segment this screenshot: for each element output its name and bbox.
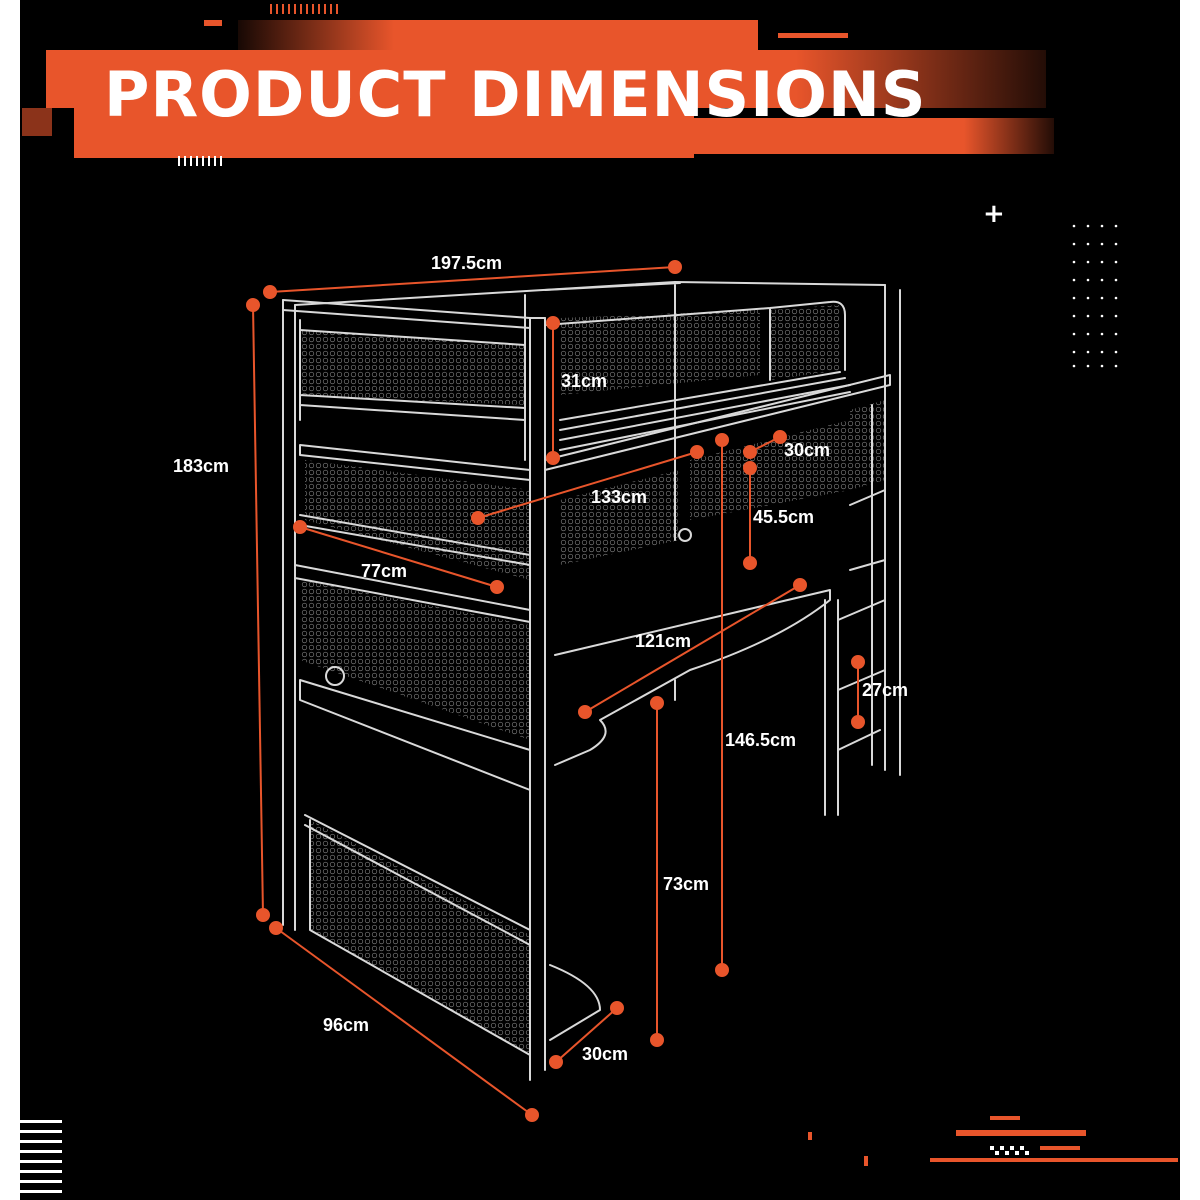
label-desk-length: 121cm [635,631,691,651]
bed-post-front [529,317,546,1081]
corner-strip [956,1130,1086,1136]
top-guard-rail [524,282,846,461]
side-guard-rail [299,319,526,421]
dim-depth-bottom [269,921,539,1122]
label-shelf-depth-upper: 30cm [784,440,830,460]
banner-strip [204,20,222,26]
banner-strip [238,20,758,50]
label-desk-extension: 30cm [582,1044,628,1064]
label-total-height: 183cm [173,456,229,476]
dim-shelf-length [471,445,704,525]
dim-shelf-depth-upper [743,430,787,459]
dim-ladder-step [851,655,865,729]
bed-post-right [884,284,901,776]
checker-decoration [990,1146,1029,1155]
label-shelf-length: 133cm [591,487,647,507]
cable-hole [678,528,692,542]
top-rail [282,281,886,329]
dot-grid-decoration [1072,224,1118,368]
label-rail-height: 31cm [561,371,607,391]
banner-strip [778,33,848,38]
cable-hole [325,666,345,686]
bottom-shelf [304,814,531,1056]
ladder [824,404,886,816]
dim-desk-length [578,578,807,719]
page-title: PRODUCT DIMENSIONS [104,58,927,131]
dim-shelf-height [743,461,757,570]
banner-strip [46,50,1046,108]
label-underbed-height: 146.5cm [725,730,796,750]
banner-strip [74,108,694,158]
dim-rail-height [546,316,560,465]
corner-strip [808,1132,812,1140]
mesh-panel-top-side [300,330,525,405]
mesh-panel-ladder-side [850,400,885,490]
desk-extension [549,964,601,1041]
bed-post-left-back [282,299,296,931]
barcode-left [178,156,222,166]
barcode-top [270,4,338,14]
desk-top [299,589,831,791]
label-ladder-step: 27cm [862,680,908,700]
dim-total-height [246,298,270,922]
label-desk-height: 73cm [663,874,709,894]
dim-desk-height [650,696,664,1047]
bed-slats [559,371,851,451]
label-shelf-width: 77cm [361,561,407,581]
stripes-decoration [20,1120,62,1193]
upper-shelf [299,444,531,566]
corner-strip [990,1116,1020,1120]
corner-strip [930,1158,1178,1162]
mesh-panel-back-right [690,420,850,520]
mesh-panel-shelf-upper [305,460,530,580]
label-shelf-height: 45.5cm [753,507,814,527]
mesh-panel-top-back-right [770,305,840,380]
dim-underbed-height [715,433,729,977]
dark-background [20,0,1180,1200]
corner-strip [1040,1146,1080,1150]
mesh-panel-back-desk [560,470,680,565]
middle-shelf [294,564,531,623]
label-length-top: 197.5cm [431,253,502,273]
label-depth-bottom: 96cm [323,1015,369,1035]
bed-deck [544,374,891,471]
plus-icon: + [983,199,1005,229]
mesh-panel-bottom [310,820,530,1055]
corner-strip [864,1156,868,1166]
dim-shelf-width [293,520,504,594]
dim-length-top [263,260,682,299]
mesh-panel-shelf-middle [300,580,530,740]
banner-strip [22,108,52,136]
banner-strip [694,118,1054,154]
mesh-panel-top-back [560,310,760,395]
dim-desk-extension [549,1001,624,1069]
